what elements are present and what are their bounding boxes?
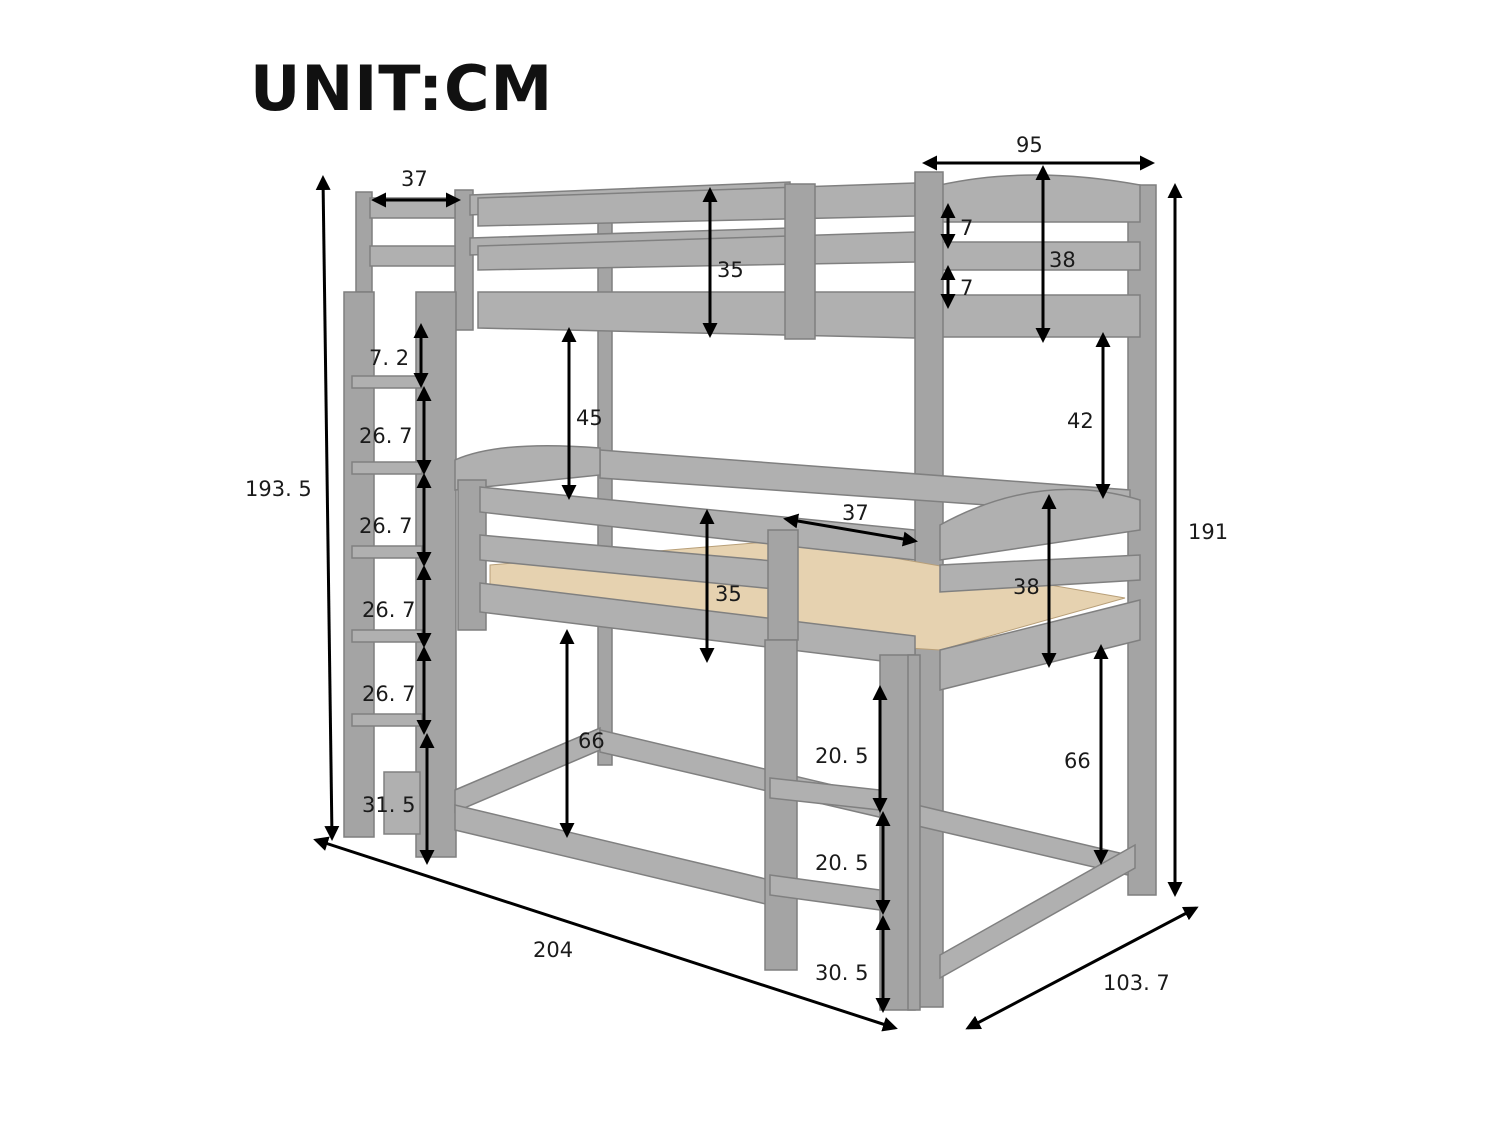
dim-overall-height-left <box>315 175 340 841</box>
side-ladder-step-2 <box>351 461 423 475</box>
unit-title: UNIT:CM <box>250 52 554 125</box>
label-top-headboard: 38 <box>1049 248 1076 272</box>
side-ladder-step-1 <box>351 375 423 389</box>
label-ladder-step-2: 26. 7 <box>359 514 412 538</box>
label-lower-clearance-left: 66 <box>578 729 605 753</box>
dim-overall-length <box>313 836 898 1032</box>
label-front-step-1: 20. 5 <box>815 744 868 768</box>
side-ladder-foot <box>383 771 421 835</box>
label-ladder-step-3: 26. 7 <box>362 598 415 622</box>
front-ladder-right-edge <box>907 654 921 1011</box>
label-top-guard-height: 35 <box>717 258 744 282</box>
side-ladder-step-4 <box>351 629 423 643</box>
label-lower-clearance-right: 66 <box>1064 749 1091 773</box>
label-ladder-top: 7. 2 <box>369 346 409 370</box>
label-top-guard-width: 37 <box>401 167 428 191</box>
side-ladder-step-3 <box>351 545 423 559</box>
back-right-post <box>1127 184 1157 896</box>
label-top-gap-1: 7 <box>960 216 973 240</box>
side-ladder-left-rail <box>343 291 375 838</box>
middle-headboard-slat <box>939 554 1141 593</box>
label-middle-guard-width: 37 <box>842 501 869 525</box>
label-overall-height-left: 193. 5 <box>245 477 312 501</box>
label-overall-height-right: 191 <box>1188 520 1228 544</box>
label-front-step-2: 20. 5 <box>815 851 868 875</box>
label-overall-depth: 103. 7 <box>1103 971 1170 995</box>
label-upper-clearance-left: 45 <box>576 406 603 430</box>
middle-headboard-bottom <box>939 599 1141 691</box>
dim-overall-depth <box>965 906 1199 1030</box>
label-top-gap-2: 7 <box>960 276 973 300</box>
dimension-lines <box>313 155 1199 1032</box>
middle-headboard-top <box>939 488 1141 561</box>
label-ladder-step-4: 26. 7 <box>362 682 415 706</box>
label-middle-headboard: 38 <box>1013 575 1040 599</box>
front-ladder-left-rail <box>764 639 798 971</box>
label-front-bottom: 30. 5 <box>815 961 868 985</box>
label-overall-length: 204 <box>533 938 573 962</box>
top-headboard-slat <box>939 241 1141 271</box>
dim-middle-guard-width <box>783 513 918 547</box>
label-top-width: 95 <box>1016 133 1043 157</box>
side-ladder-step-5 <box>351 713 423 727</box>
label-ladder-bottom: 31. 5 <box>362 793 415 817</box>
label-upper-clearance-right: 42 <box>1067 409 1094 433</box>
middle-guard-post <box>767 529 799 641</box>
dimension-labels: 37 95 7 7 38 35 45 42 37 35 38 66 66 7. … <box>245 133 1228 995</box>
top-headboard-top <box>939 174 1141 223</box>
label-ladder-step-1: 26. 7 <box>359 424 412 448</box>
bottom-front-rail <box>454 804 771 906</box>
top-guard-post <box>784 183 816 340</box>
top-headboard-bottom <box>939 294 1141 338</box>
top-bunk-front-rail <box>477 291 916 339</box>
bottom-right-rail <box>939 843 1136 980</box>
top-left-guard-rail-2 <box>369 245 456 267</box>
label-middle-guard-height: 35 <box>715 582 742 606</box>
